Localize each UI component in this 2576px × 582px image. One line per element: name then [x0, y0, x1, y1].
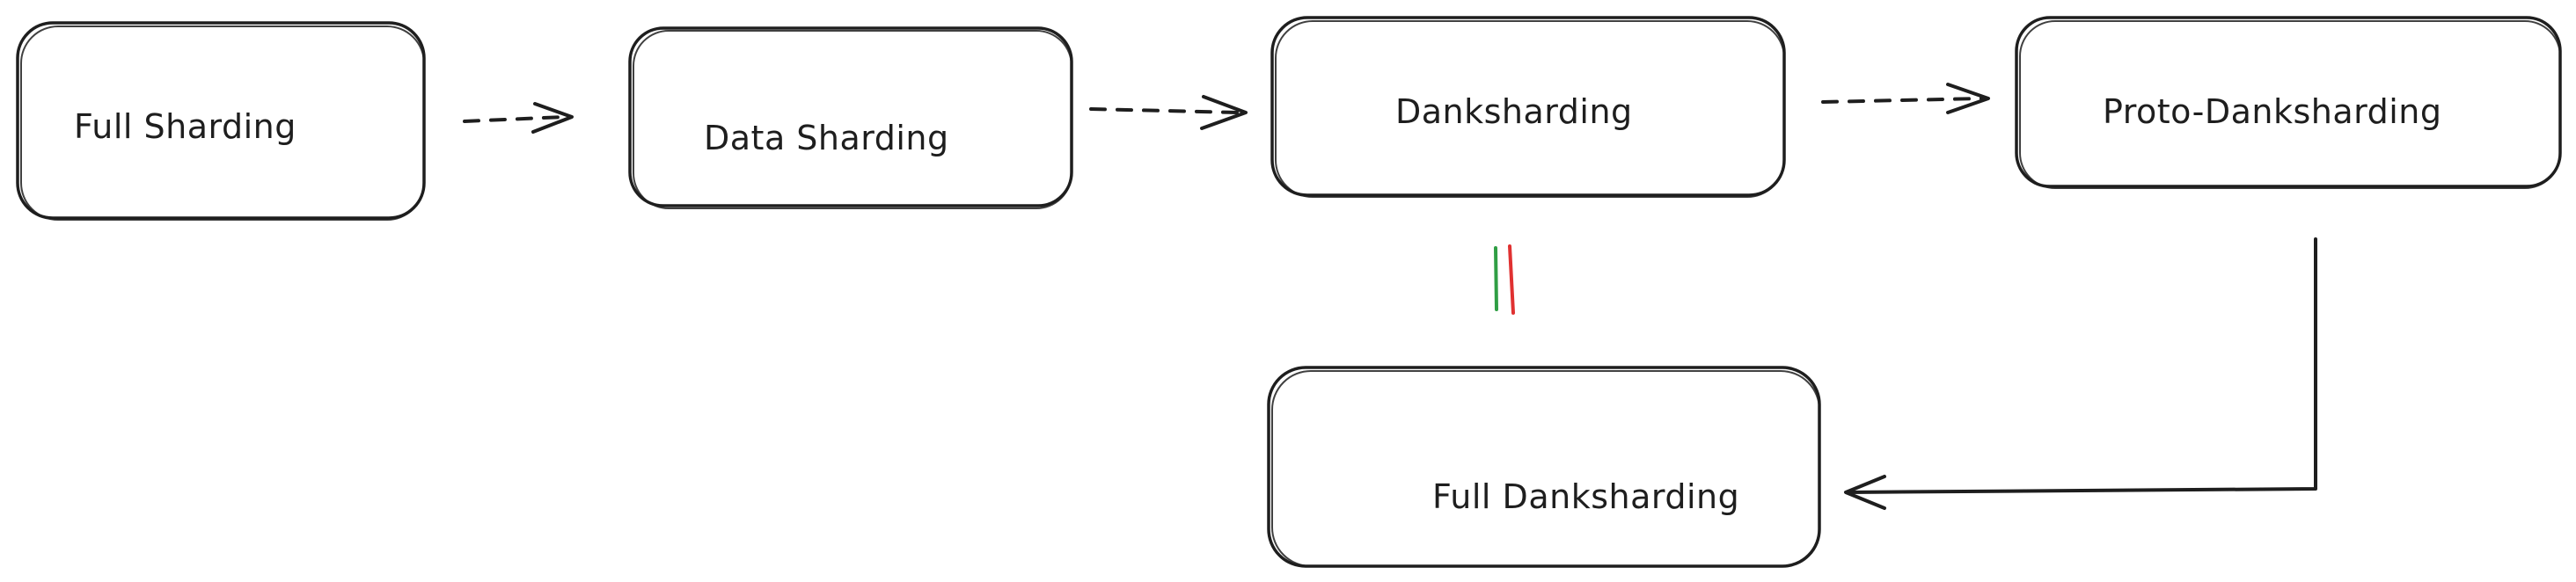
equality-mark-red-line [1508, 244, 1515, 315]
arrow-proto-danksharding-to-full-danksharding [1844, 237, 2317, 510]
arrow-danksharding-to-proto-danksharding [1821, 83, 1990, 114]
node-data-sharding[interactable]: Data Sharding [628, 26, 1073, 209]
node-full-sharding[interactable]: Full Sharding [16, 21, 426, 221]
arrow-data-sharding-to-danksharding [1089, 95, 1248, 130]
node-data-sharding-box-sketch [633, 30, 1072, 209]
node-full-danksharding-box-sketch [1271, 370, 1820, 567]
arrow-shaft [1846, 237, 2317, 494]
arrow-shaft [1821, 97, 1983, 104]
node-full-danksharding[interactable]: Full Danksharding [1267, 366, 1821, 568]
arrow-full-sharding-to-data-sharding [463, 102, 574, 134]
arrow-head-icon [1946, 83, 1990, 114]
node-proto-danksharding[interactable]: Proto-Danksharding [2015, 16, 2562, 189]
arrow-head-icon [1844, 475, 1886, 510]
node-full-sharding-label: Full Sharding [74, 107, 296, 146]
node-danksharding[interactable]: Danksharding [1270, 16, 1786, 198]
arrow-head-icon [1200, 95, 1248, 130]
node-full-danksharding-label: Full Danksharding [1432, 477, 1739, 516]
arrow-shaft [463, 115, 567, 123]
node-proto-danksharding-box-sketch [2019, 20, 2561, 189]
node-full-sharding-box-sketch [20, 25, 425, 221]
node-danksharding-label: Danksharding [1395, 92, 1633, 131]
node-danksharding-box-sketch [1275, 20, 1785, 198]
equality-mark [1494, 244, 1515, 315]
node-proto-danksharding-label: Proto-Danksharding [2103, 92, 2442, 131]
node-data-sharding-label: Data Sharding [704, 119, 949, 157]
node-data-sharding-box [628, 26, 1073, 207]
arrow-head-icon [531, 102, 574, 134]
equality-mark-green-line [1494, 246, 1498, 311]
node-full-danksharding-box [1267, 366, 1821, 568]
arrow-shaft [1089, 107, 1240, 114]
